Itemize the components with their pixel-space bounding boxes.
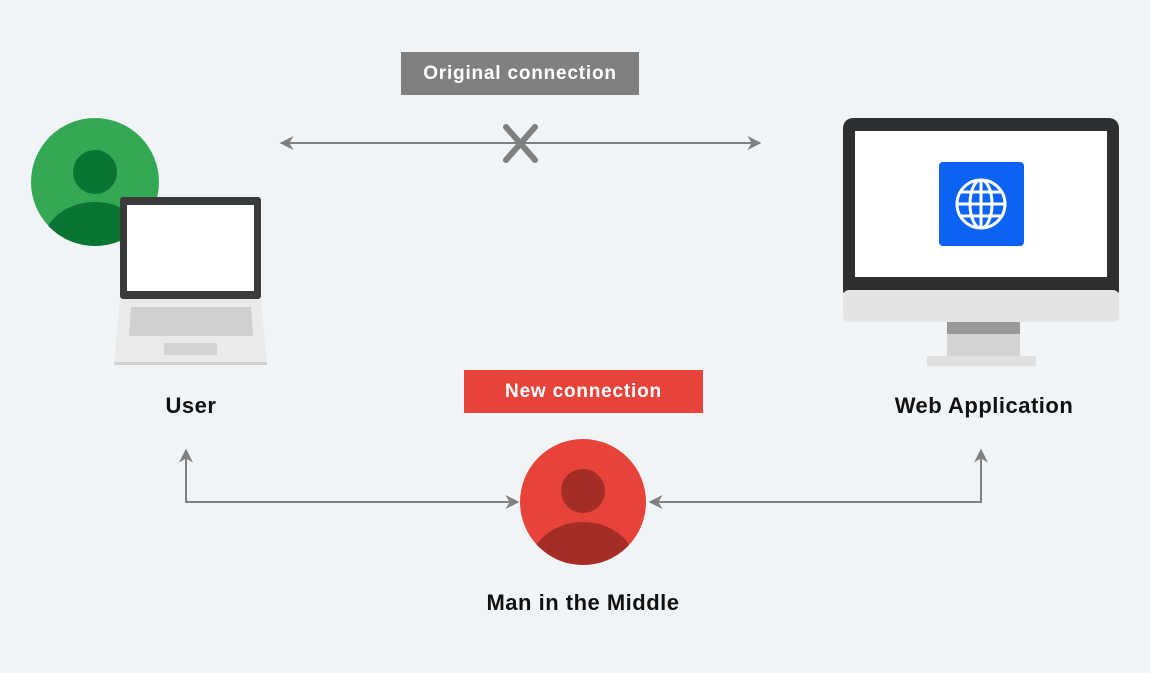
user-to-mitm-arrow bbox=[179, 448, 520, 509]
user-label: User bbox=[165, 393, 217, 418]
attacker-avatar-icon bbox=[520, 439, 646, 565]
new-connection-tag: New connection bbox=[464, 370, 703, 413]
laptop-icon bbox=[114, 197, 267, 365]
globe-icon bbox=[939, 162, 1024, 246]
x-mark-icon bbox=[503, 124, 538, 163]
desktop-monitor-icon bbox=[843, 118, 1119, 366]
original-connection-tag: Original connection bbox=[401, 52, 639, 95]
web-application-label: Web Application bbox=[894, 393, 1074, 418]
man-in-the-middle-label: Man in the Middle bbox=[486, 590, 680, 615]
webapp-to-mitm-arrow bbox=[648, 448, 988, 509]
